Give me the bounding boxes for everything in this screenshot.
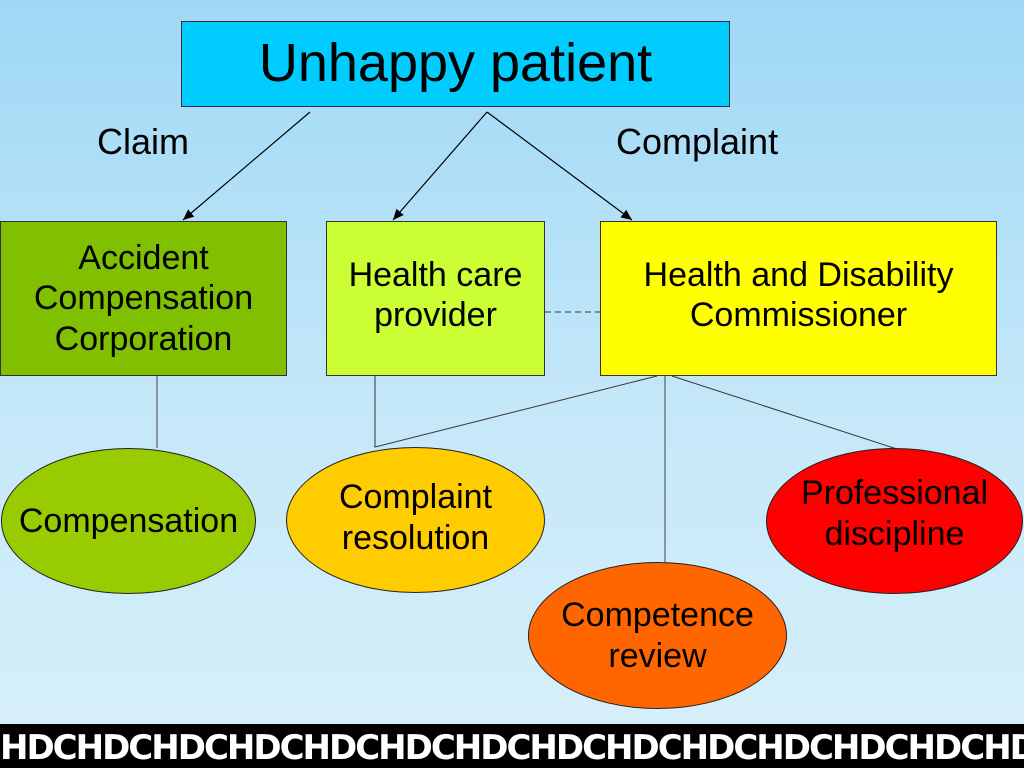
line-hdc-discipline: [671, 375, 901, 451]
arrow-complaint-to-hdc: [486, 111, 633, 221]
acc-line-2: Compensation: [33, 279, 254, 318]
competence-review-line-2: review: [608, 636, 707, 675]
professional-discipline-line-2: discipline: [824, 515, 965, 553]
provider-line-2: provider: [374, 296, 497, 335]
acc-line-3: Corporation: [54, 319, 233, 358]
competence-review-ellipse: Competence review: [528, 562, 787, 709]
arrow-to-provider: [392, 111, 488, 221]
competence-review-line-1: Competence: [561, 595, 754, 634]
hdc-box: Health and Disability Commissioner: [600, 221, 997, 376]
arrow-claim-to-acc: [182, 111, 311, 221]
compensation-ellipse: Compensation: [1, 448, 256, 594]
complaint-resolution-ellipse: Complaint resolution: [286, 447, 545, 593]
hdc-logo-pattern: HDCHDCHDCHDCHDCHDCHDCHDCHDCHDCHDCHDCHDCH…: [0, 728, 1024, 768]
acc-box: Accident Compensation Corporation: [0, 221, 287, 376]
footer-logo-band: HDCHDCHDCHDCHDCHDCHDCHDCHDCHDCHDCHDCHDCH…: [0, 724, 1024, 768]
compensation-text: Compensation: [18, 501, 239, 540]
provider-line-1: Health care: [348, 256, 523, 294]
complaint-resolution-line-2: resolution: [341, 519, 490, 557]
complaint-label: Complaint: [616, 121, 779, 162]
professional-discipline-ellipse: Professional discipline: [766, 448, 1023, 594]
unhappy-patient-title: Unhappy patient: [258, 33, 653, 94]
claim-label: Claim: [97, 121, 190, 162]
line-provider-resolution: [374, 375, 658, 448]
acc-line-1: Accident: [78, 239, 209, 278]
complaint-resolution-line-1: Complaint: [338, 478, 493, 517]
hdc-line-1: Health and Disability: [643, 256, 954, 294]
health-care-provider-box: Health care provider: [326, 221, 545, 376]
unhappy-patient-box: Unhappy patient: [181, 21, 730, 107]
professional-discipline-line-1: Professional: [800, 474, 989, 513]
hdc-line-2: Commissioner: [689, 296, 908, 335]
